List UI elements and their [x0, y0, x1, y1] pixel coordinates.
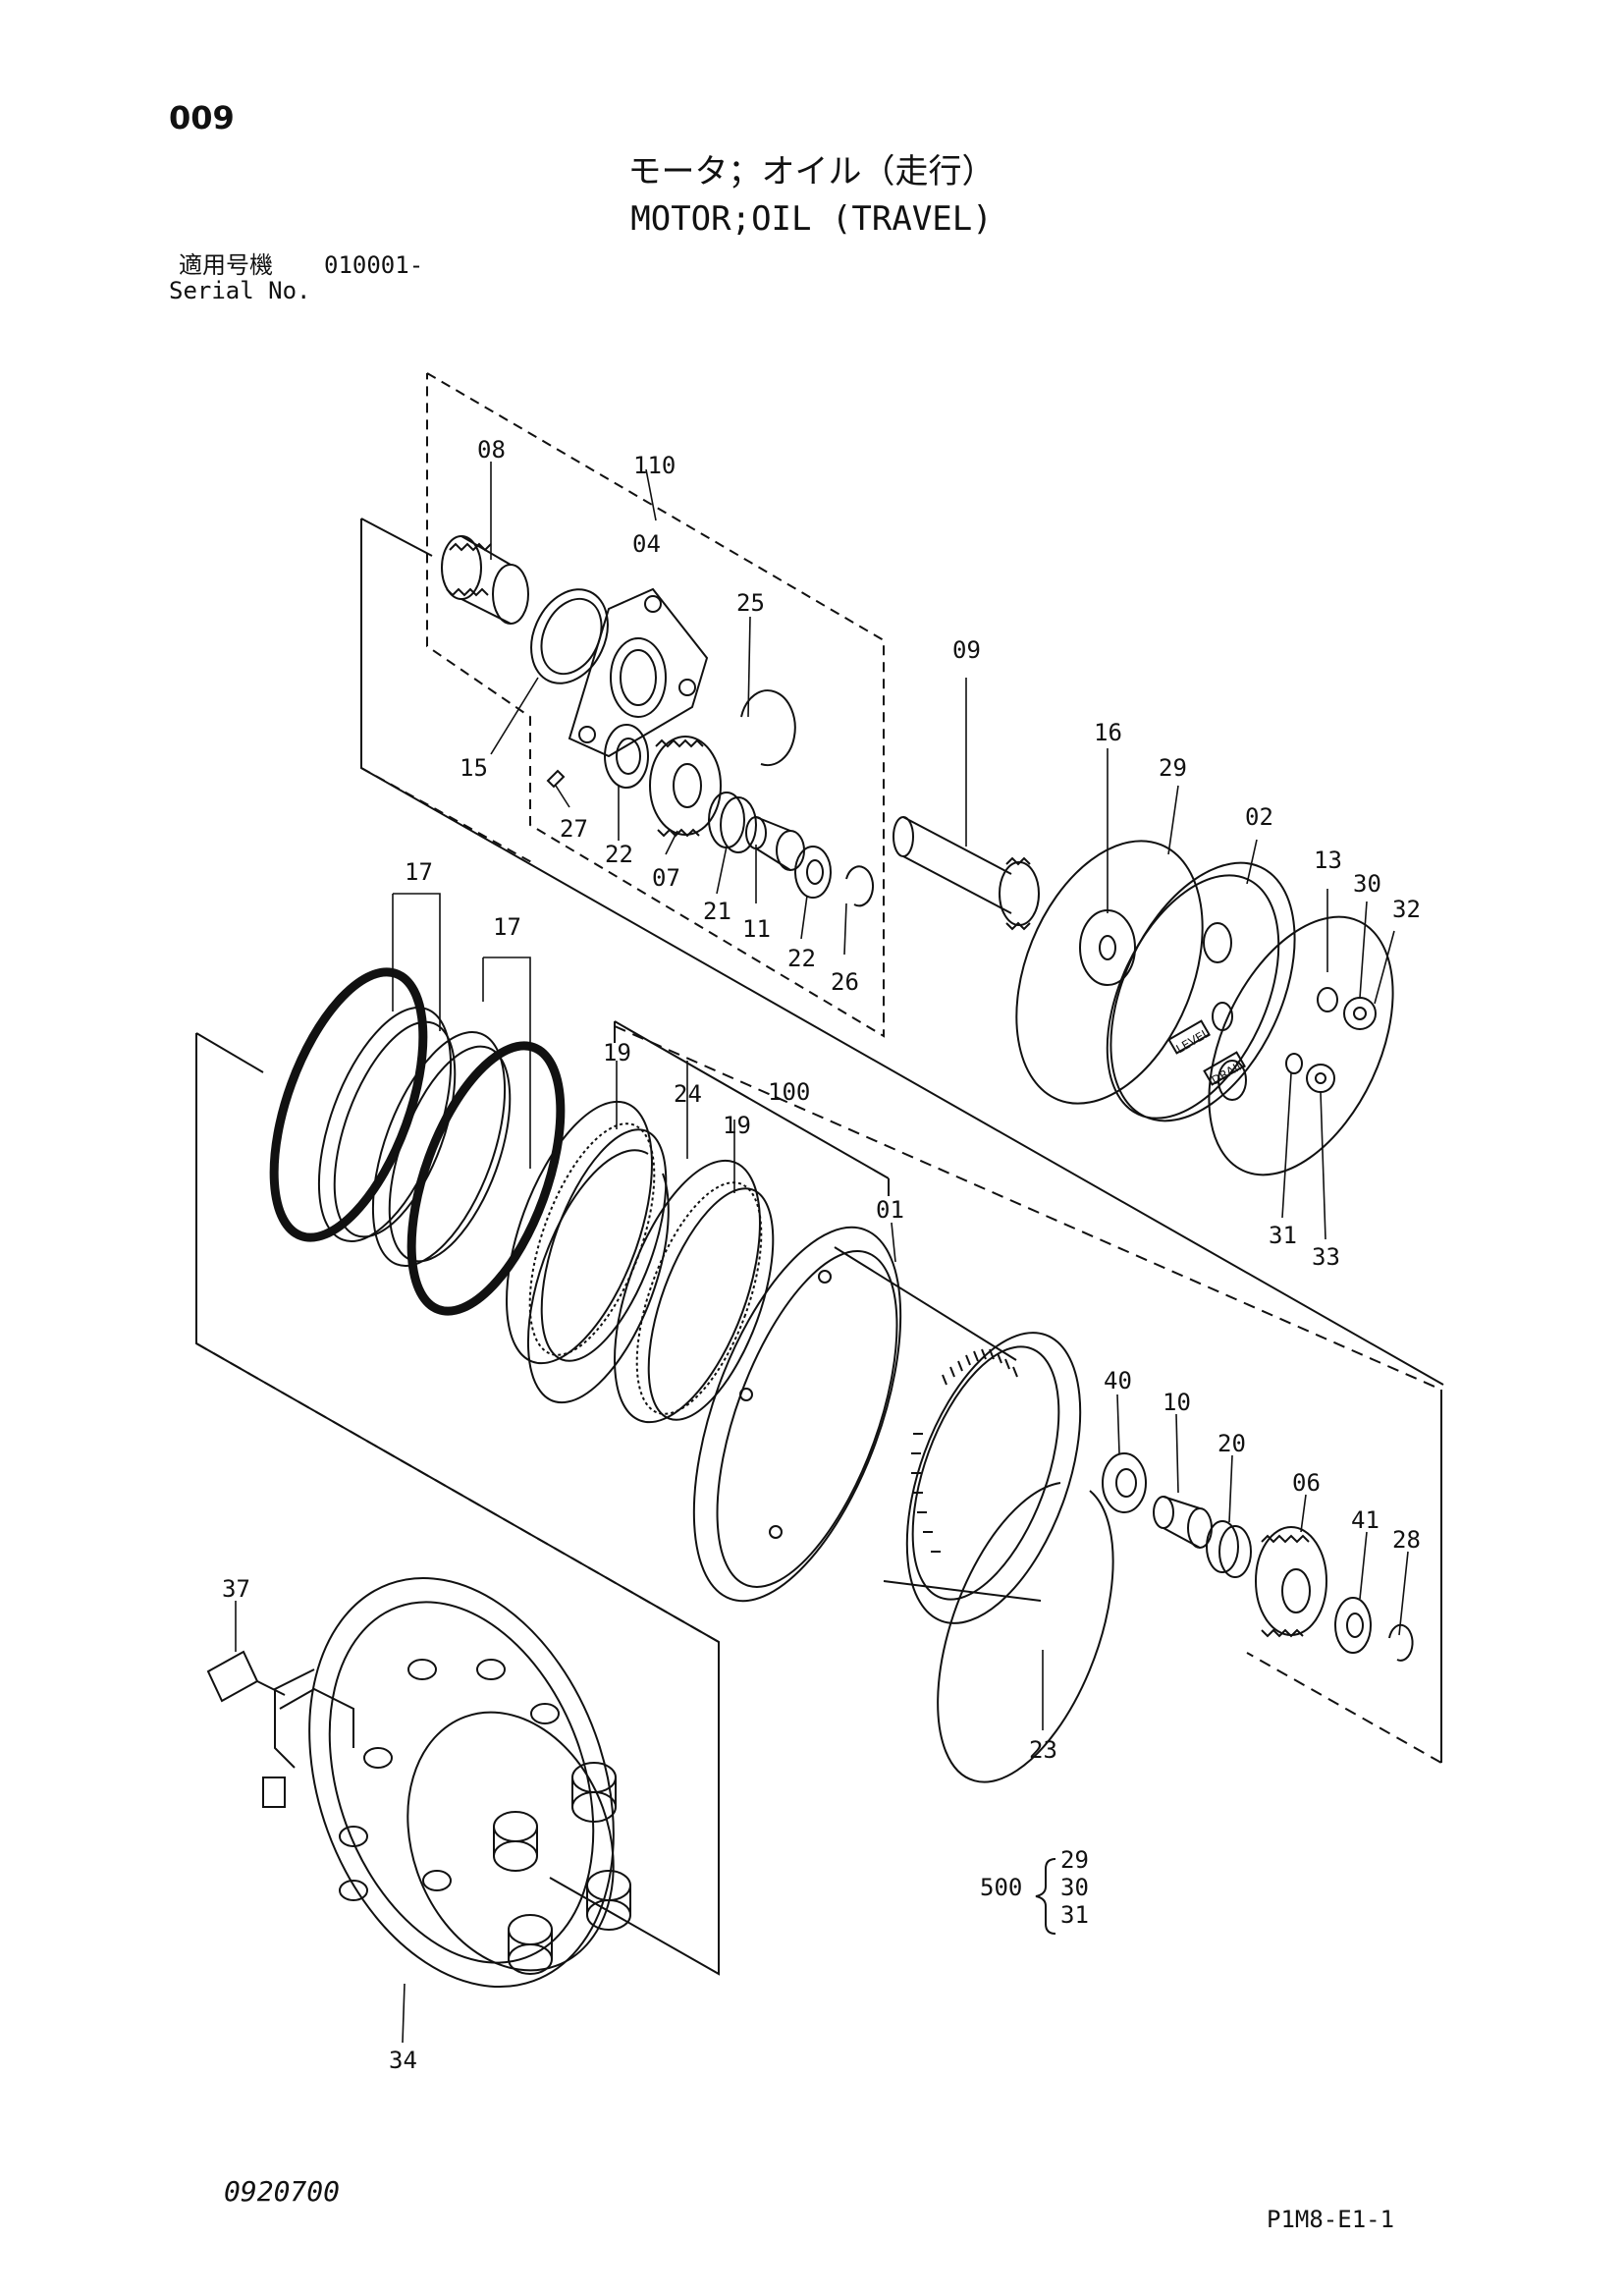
part-33-plug: [1306, 1064, 1335, 1093]
callout-19a: 19: [603, 1039, 631, 1066]
part-04-flange-plate: [568, 587, 709, 758]
part-23-retaining-ring: [937, 1482, 1114, 1783]
part-09-drive-shaft: [893, 816, 1040, 931]
callout-02: 02: [1245, 803, 1273, 831]
callout-34: 34: [389, 2047, 417, 2074]
part-25-snap-ring: [740, 689, 796, 767]
kit-item-3: 31: [1060, 1901, 1089, 1929]
callout-22b: 22: [787, 945, 816, 972]
callout-21: 21: [703, 898, 731, 925]
part-31-oring: [1285, 1053, 1303, 1074]
group-bracket-line: [360, 519, 1444, 1386]
part-16-thrust-plate: [1079, 909, 1136, 986]
callout-22a: 22: [605, 841, 633, 868]
callout-110: 110: [633, 452, 676, 479]
callout-40: 40: [1104, 1367, 1132, 1394]
part-13-gasket: [1208, 915, 1394, 1176]
part-30-oring: [1317, 987, 1338, 1012]
part-29-oring: [1015, 840, 1204, 1105]
callout-27: 27: [560, 815, 588, 843]
kit-item-1: 29: [1060, 1846, 1089, 1874]
group-100-outline: [614, 1020, 890, 1179]
callout-23: 23: [1029, 1736, 1057, 1764]
callout-25: 25: [736, 589, 765, 617]
kit-500-brace: [1035, 1858, 1056, 1935]
part-17-floating-seal-left: [269, 967, 457, 1242]
serial-label-japanese: 適用号機: [179, 251, 273, 279]
callout-08: 08: [477, 436, 506, 464]
callout-17a: 17: [405, 858, 433, 886]
part-27-pin: [546, 769, 566, 789]
callout-07: 07: [652, 864, 680, 892]
part-19-bearing-left: [506, 1100, 668, 1365]
kit-item-2: 30: [1060, 1874, 1089, 1901]
part-26-snap-ring: [845, 865, 875, 907]
group-110-outline: [426, 372, 885, 1038]
callout-20: 20: [1217, 1430, 1246, 1457]
kit-500-label: 500: [980, 1874, 1022, 1901]
callout-06: 06: [1292, 1469, 1321, 1497]
part-20-needle-bearing: [1206, 1520, 1252, 1578]
part-08-gear-shaft: [441, 535, 529, 625]
part-01-hub: [692, 1226, 1082, 1624]
part-34-travel-motor: [262, 1576, 631, 1989]
callout-29: 29: [1159, 754, 1187, 782]
serial-label-english: Serial No.: [169, 277, 311, 304]
callout-leaders: [235, 462, 1409, 2044]
callout-28: 28: [1392, 1526, 1421, 1554]
callout-15: 15: [460, 754, 488, 782]
page-title-english: MOTOR;OIL (TRAVEL): [630, 199, 993, 239]
callout-30: 30: [1353, 870, 1381, 898]
part-41-thrust-washer: [1334, 1597, 1372, 1654]
part-17-floating-seal-right: [371, 1031, 566, 1316]
part-15-oring: [530, 588, 609, 684]
callout-13: 13: [1314, 847, 1342, 874]
part-06-planet-gear: [1255, 1526, 1327, 1638]
group-motor-outline: [195, 1033, 720, 1976]
callout-41: 41: [1351, 1506, 1380, 1534]
part-24-snap-ring: [526, 1149, 670, 1404]
callout-17b: 17: [493, 913, 521, 941]
part-28-snap-ring: [1388, 1623, 1414, 1662]
part-37-nameplate: [206, 1650, 286, 1703]
part-11-spacer: [745, 816, 805, 871]
page-number: 009: [169, 99, 235, 137]
callout-01: 01: [876, 1196, 904, 1224]
part-02-cover: [1106, 861, 1296, 1122]
callout-16: 16: [1094, 719, 1122, 746]
callout-26: 26: [831, 968, 859, 996]
part-32-plug: [1343, 997, 1377, 1030]
cover-stamp-level: LEVEL: [1174, 1026, 1213, 1057]
footer-document-code: 0920700: [224, 2175, 341, 2208]
callout-31: 31: [1269, 1222, 1297, 1249]
part-10-bushing: [1153, 1496, 1213, 1549]
part-40-thrust-washer: [1102, 1452, 1147, 1513]
callout-24: 24: [674, 1080, 702, 1108]
callout-100: 100: [768, 1078, 810, 1106]
part-22-washer-lower: [794, 846, 832, 899]
callout-04: 04: [632, 530, 661, 558]
callout-19b: 19: [723, 1112, 751, 1139]
sheet-code: P1M8-E1-1: [1267, 2206, 1395, 2233]
callout-10: 10: [1163, 1389, 1191, 1416]
callout-32: 32: [1392, 896, 1421, 923]
motor-port-studs: [493, 1762, 631, 1975]
callout-09: 09: [952, 636, 981, 664]
callout-11: 11: [742, 915, 771, 943]
page-title-japanese: モータ；オイル（走行）: [627, 152, 996, 191]
part-07-gear: [649, 736, 722, 838]
callout-33: 33: [1312, 1243, 1340, 1271]
callout-37: 37: [222, 1575, 250, 1603]
serial-number-range: 010001-: [324, 251, 424, 279]
part-22-washer-upper: [604, 724, 649, 789]
